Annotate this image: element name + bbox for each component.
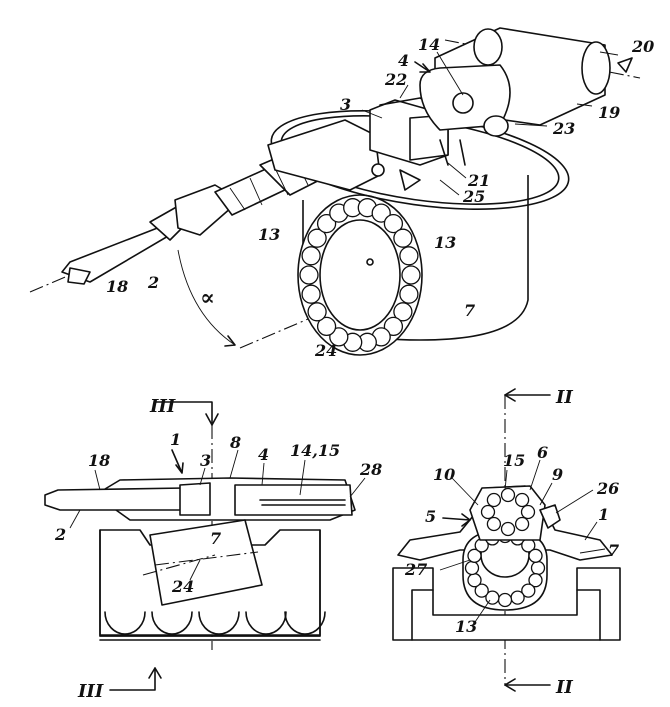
label-15: 15 [503, 451, 525, 470]
round [301, 246, 321, 266]
road-wheels [104, 611, 326, 635]
magazine-drum [297, 175, 529, 356]
round [474, 583, 489, 598]
label-section-ii-bottom: II [555, 677, 573, 698]
label-24: 24 [171, 577, 194, 596]
label-21: 21 [467, 171, 490, 190]
ammunition-rounds [299, 198, 421, 352]
label-2: 2 [147, 273, 159, 292]
road-wheel [104, 611, 146, 635]
label-section-ii-top: II [555, 387, 573, 408]
round [399, 284, 419, 304]
round [401, 265, 421, 285]
label-27: 27 [404, 560, 427, 579]
label-19: 19 [598, 103, 620, 122]
label-23: 23 [552, 119, 575, 138]
label-1: 1 [598, 505, 609, 524]
label-7: 7 [210, 529, 221, 548]
round [528, 573, 543, 588]
label-22: 22 [384, 70, 407, 89]
round [467, 573, 482, 588]
perspective-view: 14 20 4 22 3 19 23 21 25 13 13 18 2 ∝ 7 … [29, 27, 654, 360]
round [520, 504, 536, 520]
label-10: 10 [433, 465, 455, 484]
label-section-iii-bottom: III [77, 681, 104, 702]
label-3: 3 [340, 95, 351, 114]
label-1: 1 [170, 430, 181, 449]
road-wheel [245, 611, 287, 635]
round [497, 592, 513, 608]
label-section-iii-top: III [149, 396, 176, 417]
label-13-right: 13 [434, 233, 456, 252]
round [301, 284, 321, 304]
label-18: 18 [106, 277, 128, 296]
side-section-view: III III 1 8 18 3 4 14,15 28 2 7 24 [44, 396, 382, 702]
round [486, 516, 502, 532]
label-7: 7 [464, 301, 475, 320]
round [393, 302, 413, 322]
round [383, 316, 404, 337]
round [480, 504, 496, 520]
round [467, 548, 482, 563]
label-20: 20 [631, 37, 654, 56]
front-section-view: II II 15 6 10 9 26 5 1 27 7 13 [392, 387, 621, 698]
label-13: 13 [455, 617, 477, 636]
label-6: 6 [537, 443, 548, 462]
label-26: 26 [596, 479, 619, 498]
round [329, 327, 349, 347]
round [514, 516, 530, 532]
round [500, 487, 516, 503]
road-wheel [284, 611, 326, 635]
label-alpha: ∝ [200, 285, 215, 311]
round [510, 590, 525, 605]
label-14: 14 [418, 35, 440, 54]
label-9: 9 [552, 465, 563, 484]
label-13-left: 13 [258, 225, 280, 244]
label-14-15: 14,15 [290, 441, 340, 460]
label-8: 8 [229, 433, 241, 452]
round [307, 302, 327, 322]
label-2: 2 [54, 525, 66, 544]
round [486, 492, 502, 508]
label-5: 5 [425, 507, 436, 526]
label-4: 4 [258, 445, 269, 464]
ammunition-rounds-upper [480, 487, 536, 537]
round [316, 316, 337, 337]
round [393, 228, 413, 248]
round [528, 548, 543, 563]
label-3: 3 [200, 451, 211, 470]
road-wheel [151, 611, 193, 635]
label-4: 4 [398, 51, 409, 70]
perspective-leaders [361, 51, 619, 196]
label-28: 28 [359, 460, 382, 479]
label-24: 24 [314, 341, 337, 360]
label-18: 18 [88, 451, 110, 470]
round [464, 560, 480, 576]
round [299, 265, 319, 285]
round [307, 228, 327, 248]
label-7: 7 [608, 541, 619, 560]
label-25: 25 [462, 187, 485, 206]
round [316, 213, 337, 234]
round [514, 492, 530, 508]
round [383, 213, 404, 234]
round [399, 246, 419, 266]
feed-housing [399, 27, 633, 191]
round [530, 560, 546, 576]
round [521, 583, 536, 598]
round [500, 521, 516, 537]
road-wheel [198, 611, 240, 635]
round [371, 203, 391, 223]
